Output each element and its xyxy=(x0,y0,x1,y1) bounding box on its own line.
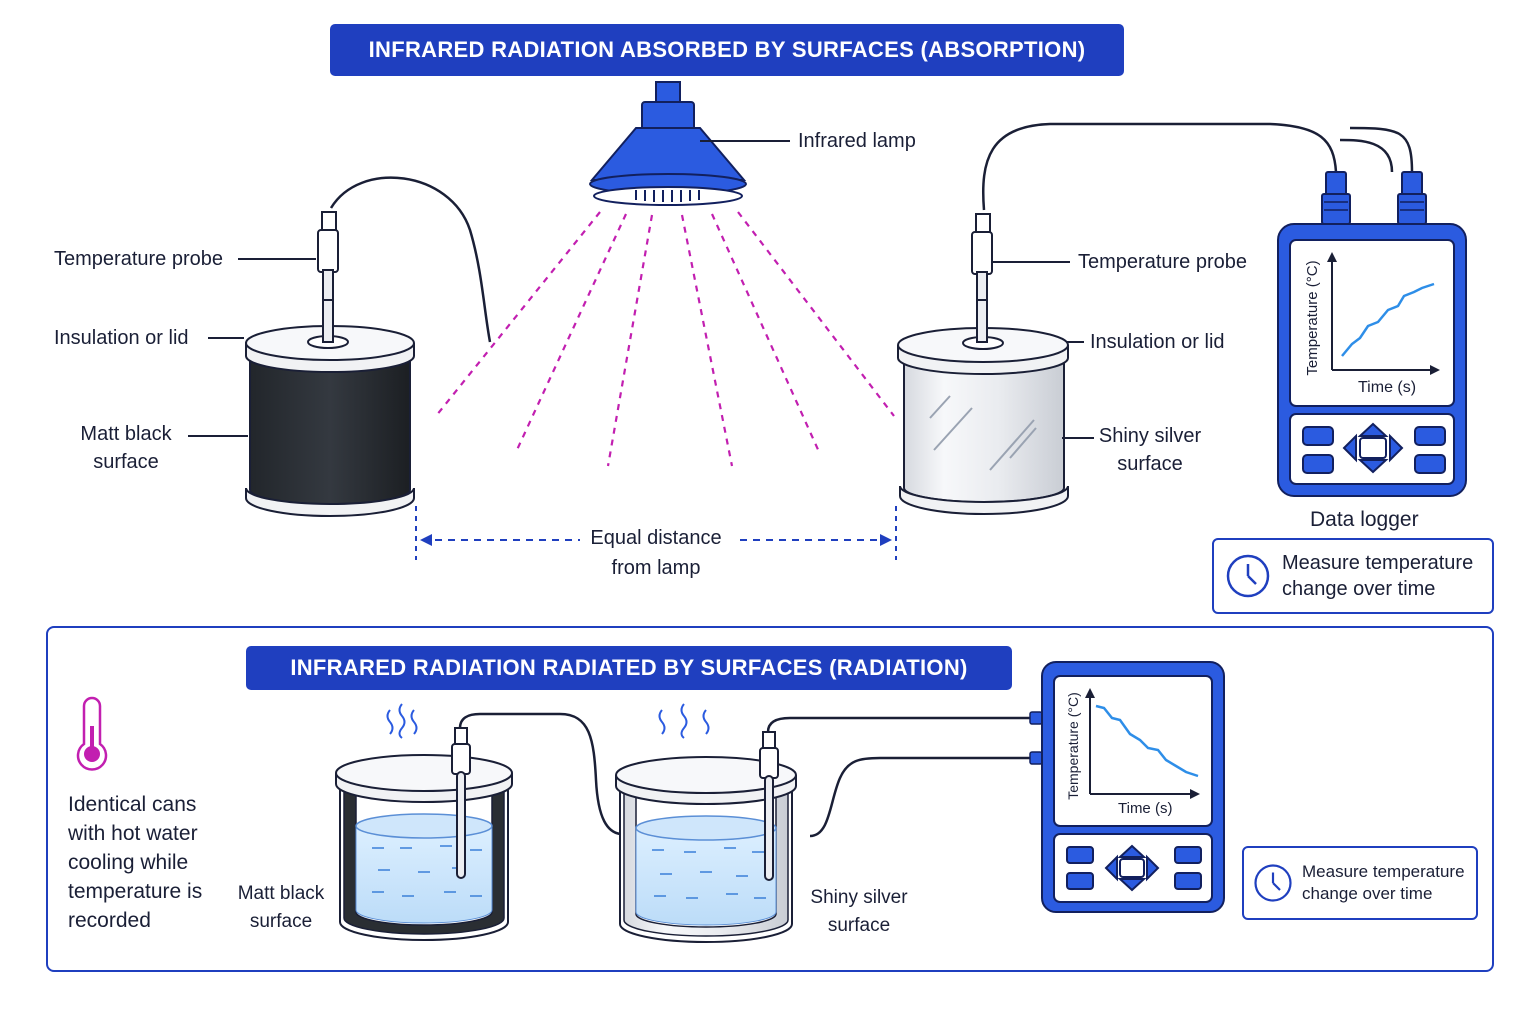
bottom-measure-note: Measure temperature change over time xyxy=(1242,846,1478,920)
bottom-measure-note-line2: change over time xyxy=(1302,884,1433,903)
description-line: temperature is xyxy=(68,880,203,903)
bottom-cables xyxy=(458,712,1032,838)
shiny-silver-beaker xyxy=(615,731,797,943)
ir-ray xyxy=(606,214,654,467)
right-can-leaders xyxy=(992,261,1094,439)
infrared-lamp xyxy=(589,81,747,206)
ir-ray xyxy=(680,214,734,467)
right-surface-label-line1: Shiny silver xyxy=(1098,425,1202,447)
logger-button-top-left[interactable] xyxy=(1302,426,1334,446)
left-can-leaders xyxy=(188,258,316,437)
bottom-right-can-label-line1: Shiny silver xyxy=(810,887,908,908)
bottom-logger-xlabel: Time (s) xyxy=(1118,800,1173,817)
ir-ray xyxy=(737,211,895,417)
distance-label: Equal distance from lamp xyxy=(576,523,736,583)
matt-black-can xyxy=(245,176,492,517)
description-line: recorded xyxy=(68,909,151,932)
logger-button-top-right[interactable] xyxy=(1174,846,1202,864)
left-lid-label: Insulation or lid xyxy=(54,327,189,349)
radiation-panel xyxy=(46,626,1494,972)
top-logger-xlabel: Time (s) xyxy=(1358,379,1417,396)
ir-ray xyxy=(435,211,601,417)
radiation-title: INFRARED RADIATION RADIATED BY SURFACES … xyxy=(290,655,968,680)
probe-cable xyxy=(982,122,1338,211)
logger-button-bottom-left[interactable] xyxy=(1066,872,1094,890)
right-probe-label: Temperature probe xyxy=(1078,251,1247,273)
top-logger-ylabel: Temperature (°C) xyxy=(1304,260,1321,376)
falling-curve xyxy=(1095,704,1199,778)
dpad-left-arrow xyxy=(1104,854,1118,882)
description-line: Identical cans xyxy=(68,793,197,816)
top-measure-note-line2: change over time xyxy=(1282,578,1436,600)
dpad-right-arrow xyxy=(1146,854,1160,882)
description-line: with hot water xyxy=(68,822,198,845)
logger-screen xyxy=(1053,675,1213,827)
shiny-silver-can xyxy=(897,122,1338,515)
description-line: cooling while xyxy=(68,851,189,874)
radiation-title-banner: INFRARED RADIATION RADIATED BY SURFACES … xyxy=(246,646,1012,690)
bottom-left-can-label: Matt black surface xyxy=(226,880,336,936)
dpad-left-arrow xyxy=(1342,433,1357,463)
logger-button-bottom-left[interactable] xyxy=(1302,454,1334,474)
rising-curve xyxy=(1341,282,1435,357)
logger-button-bottom-right[interactable] xyxy=(1174,872,1202,890)
dpad-down-arrow xyxy=(1117,878,1147,892)
dpad-center xyxy=(1359,437,1387,459)
bottom-right-can-label: Shiny silver surface xyxy=(804,884,914,940)
dpad-up-arrow xyxy=(1357,422,1389,437)
logger-button-top-left[interactable] xyxy=(1066,846,1094,864)
clock-icon xyxy=(1226,554,1270,598)
infrared-rays xyxy=(435,211,895,467)
logger-dpad[interactable] xyxy=(1340,420,1406,476)
data-logger-label: Data logger xyxy=(1310,508,1419,531)
distance-label-line2: from lamp xyxy=(611,557,701,579)
steam-icon xyxy=(658,703,710,739)
left-probe-label: Temperature probe xyxy=(54,248,223,270)
dpad-down-arrow xyxy=(1357,459,1389,474)
absorption-title-banner: INFRARED RADIATION ABSORBED BY SURFACES … xyxy=(330,24,1124,76)
top-measure-note-line1: Measure temperature xyxy=(1282,552,1474,574)
left-surface-label: Matt black surface xyxy=(66,420,186,476)
radiation-description: Identical cans with hot water cooling wh… xyxy=(68,790,202,935)
logger-dpad[interactable] xyxy=(1102,842,1162,894)
lamp-label: Infrared lamp xyxy=(798,130,916,152)
top-measure-note: Measure temperature change over time xyxy=(1212,538,1494,614)
ir-ray xyxy=(515,213,627,453)
probe-cable xyxy=(329,176,492,343)
right-lid-label: Insulation or lid xyxy=(1090,331,1225,353)
distance-dimension xyxy=(415,506,897,560)
logger-button-top-right[interactable] xyxy=(1414,426,1446,446)
dpad-up-arrow xyxy=(1117,844,1147,858)
right-surface-label-line2: surface xyxy=(1117,453,1183,475)
left-surface-label-line2: surface xyxy=(93,451,159,473)
matt-black-beaker xyxy=(335,727,513,941)
shine-marks xyxy=(929,395,1037,471)
steam-icon xyxy=(386,703,418,739)
dpad-right-arrow xyxy=(1389,433,1404,463)
ir-ray xyxy=(710,213,822,455)
distance-label-line1: Equal distance xyxy=(590,527,722,549)
dpad-center xyxy=(1119,858,1145,878)
bottom-right-can-label-line2: surface xyxy=(827,915,891,936)
clock-icon xyxy=(1254,864,1292,902)
left-surface-label-line1: Matt black xyxy=(80,423,172,445)
absorption-title: INFRARED RADIATION ABSORBED BY SURFACES … xyxy=(368,37,1086,62)
bottom-left-can-label-line1: Matt black xyxy=(237,883,325,904)
right-surface-label: Shiny silver surface xyxy=(1090,422,1210,478)
bottom-measure-note-line1: Measure temperature xyxy=(1302,862,1465,881)
thermometer-icon xyxy=(76,696,108,771)
logger-button-bottom-right[interactable] xyxy=(1414,454,1446,474)
bottom-logger-ylabel: Temperature (°C) xyxy=(1065,692,1081,800)
bottom-left-can-label-line2: surface xyxy=(249,911,313,932)
